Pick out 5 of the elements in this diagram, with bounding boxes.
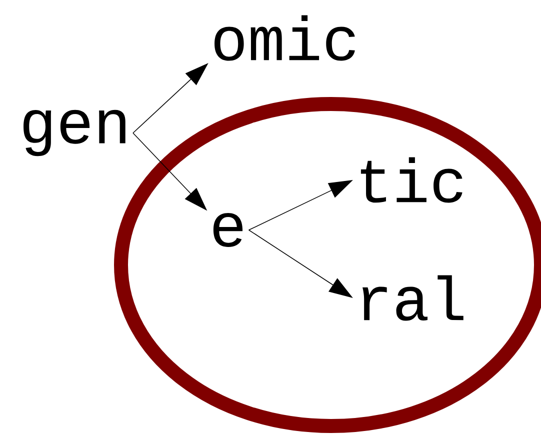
word-label: gen [24, 110, 126, 156]
word-label: omic [214, 15, 355, 61]
word-label: e [213, 213, 243, 247]
word-label: ral [362, 275, 464, 321]
word-label: tic [360, 157, 462, 203]
